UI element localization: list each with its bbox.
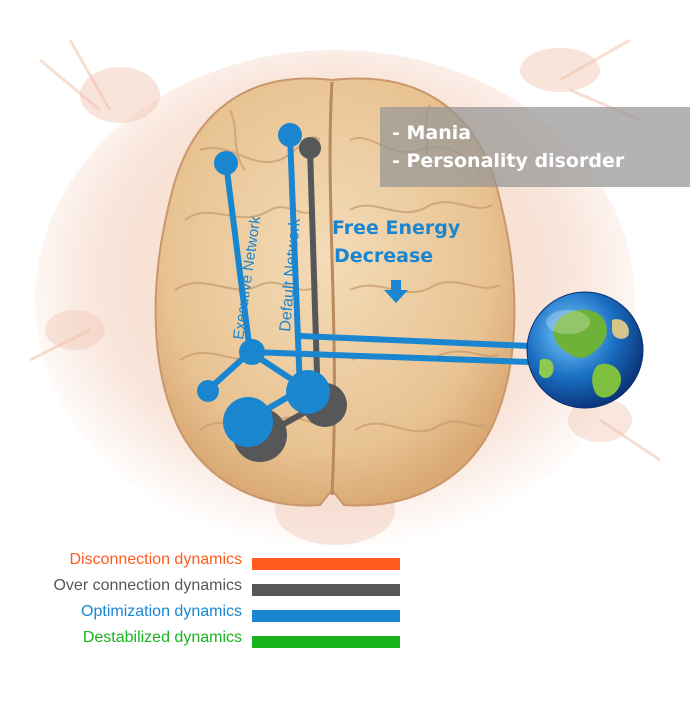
exec-node-top — [214, 151, 238, 175]
legend-label: Disconnection dynamics — [69, 551, 242, 568]
legend-item-disconnection: Disconnection dynamics — [0, 548, 700, 574]
callout-line-mania: - Mania — [392, 122, 472, 144]
legend-swatch — [252, 584, 400, 596]
default-node-top — [278, 123, 302, 147]
free-energy-line2: Decrease — [334, 245, 434, 267]
legend-item-destabilized: Destabilized dynamics — [0, 626, 700, 652]
legend-label: Destabilized dynamics — [82, 629, 242, 646]
legend-swatch — [252, 636, 400, 648]
symptoms-callout: - Mania - Personality disorder — [380, 107, 690, 187]
down-arrow-icon — [384, 280, 408, 303]
default-node-large — [223, 397, 273, 447]
default-node-mid — [286, 370, 330, 414]
globe-icon — [526, 291, 644, 409]
legend-swatch — [252, 610, 400, 622]
exec-node-mid — [239, 339, 265, 365]
free-energy-line1: Free Energy — [332, 217, 461, 239]
free-energy-label: Free Energy Decrease — [332, 214, 482, 270]
over-node-top — [299, 137, 321, 159]
legend-swatch — [252, 558, 400, 570]
legend-label: Optimization dynamics — [81, 603, 242, 620]
exec-node-small — [197, 380, 219, 402]
callout-line-personality: - Personality disorder — [392, 150, 625, 172]
legend-item-over-connection: Over connection dynamics — [0, 574, 700, 600]
legend: Disconnection dynamics Over connection d… — [0, 548, 700, 668]
legend-item-optimization: Optimization dynamics — [0, 600, 700, 626]
legend-label: Over connection dynamics — [53, 577, 242, 594]
